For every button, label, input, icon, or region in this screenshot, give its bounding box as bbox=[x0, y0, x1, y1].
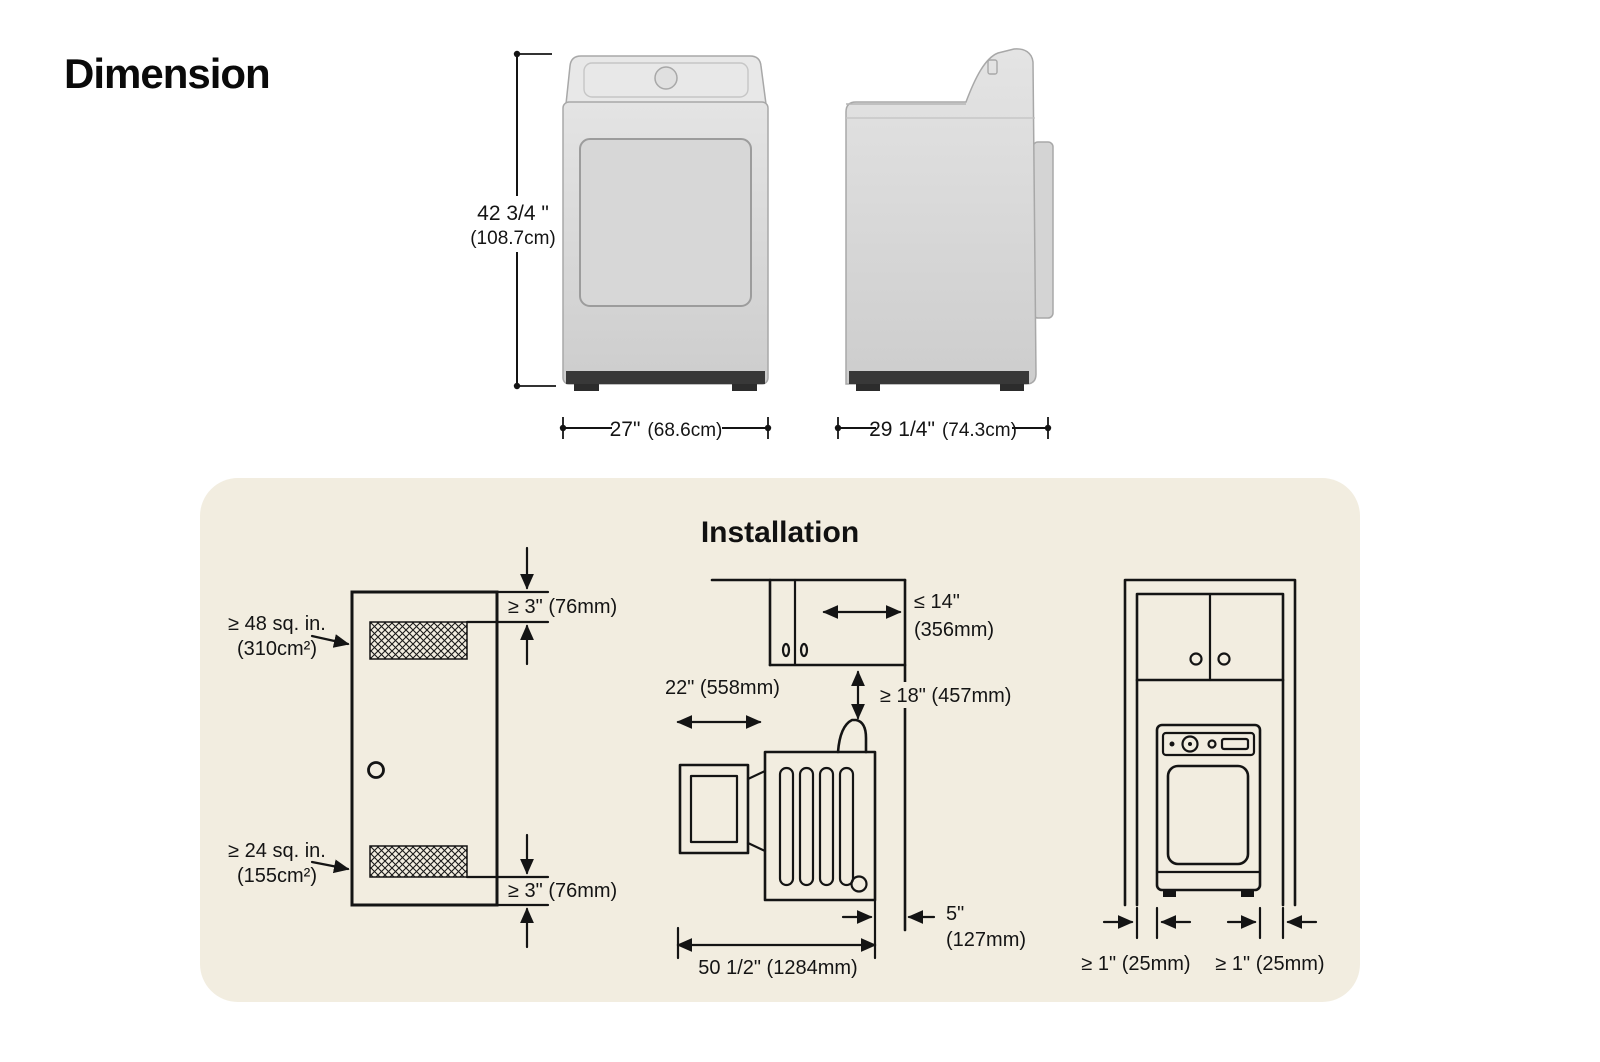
right-clearance-label: ≥ 1" (25mm) bbox=[1215, 953, 1324, 975]
pointer-arrow bbox=[310, 859, 350, 874]
rear-clearance-label: 5" bbox=[946, 903, 964, 925]
side-body bbox=[845, 48, 1037, 385]
dryer-foot bbox=[1241, 890, 1254, 897]
width-dimension: 27"(68.6cm) bbox=[559, 417, 772, 441]
lid-inner-line bbox=[583, 62, 749, 98]
lid-knob bbox=[654, 66, 678, 90]
label-backing bbox=[874, 682, 1024, 708]
alcove-dryer-body bbox=[1155, 723, 1262, 892]
side-base bbox=[849, 371, 1029, 384]
rear-clearance-metric: (127mm) bbox=[946, 929, 1026, 951]
front-door-panel bbox=[579, 138, 752, 307]
front-view-drawing bbox=[562, 55, 769, 391]
open-door bbox=[678, 763, 750, 855]
front-foot-left bbox=[574, 384, 599, 391]
installation-title: Installation bbox=[701, 516, 859, 549]
panel-knob bbox=[1181, 735, 1199, 753]
alcove-clearance-diagram: ≥ 1" (25mm) ≥ 1" (25mm) bbox=[1081, 578, 1325, 975]
side-foot-right bbox=[1000, 384, 1024, 391]
height-dimension: 42 3/4 " (108.7cm) bbox=[470, 50, 556, 390]
front-foot-right bbox=[732, 384, 757, 391]
panel-knob-center bbox=[1188, 742, 1192, 746]
panel-button bbox=[1207, 739, 1217, 749]
side-back-cover bbox=[1032, 141, 1054, 319]
installation-panel bbox=[200, 478, 1360, 1002]
dryer-leg bbox=[850, 875, 868, 893]
open-door-window bbox=[689, 774, 739, 844]
cabinet-handle bbox=[781, 642, 791, 658]
dryer-slat bbox=[798, 766, 815, 887]
dryer-slat bbox=[838, 766, 855, 887]
above-clearance-label: ≥ 18" (457mm) bbox=[880, 685, 1011, 707]
top-vent-grille bbox=[369, 621, 468, 660]
dryer-console bbox=[836, 718, 868, 754]
top-vent-area-metric: (310cm²) bbox=[237, 638, 317, 660]
dim-dot bbox=[764, 424, 772, 432]
bottom-vent-area-metric: (155cm²) bbox=[237, 865, 317, 887]
cabinet-knob bbox=[1189, 652, 1203, 666]
door-open-label: 22" (558mm) bbox=[665, 677, 780, 699]
dryer-slat bbox=[818, 766, 835, 887]
closet-door bbox=[350, 590, 499, 907]
pointer-arrow bbox=[310, 634, 350, 648]
bottom-vent-grille bbox=[369, 845, 468, 878]
height-dimension-metric: (108.7cm) bbox=[470, 228, 556, 249]
dim-dot bbox=[559, 424, 567, 432]
alcove-outer-frame bbox=[1123, 578, 1297, 907]
dryer-foot bbox=[1163, 890, 1176, 897]
door-knob bbox=[367, 761, 385, 779]
dryer-slat bbox=[778, 766, 795, 887]
panel-dot bbox=[1169, 741, 1175, 747]
side-clearance-diagram: ≤ 14" (356mm) ≥ 18" (457mm) 22" (558mm) … bbox=[665, 578, 1026, 979]
total-depth-label: 50 1/2" (1284mm) bbox=[698, 957, 857, 979]
dim-dot bbox=[513, 382, 521, 390]
closet-vent-diagram: ≥ 3" (76mm) ≥ 3" (76mm) ≥ 48 sq. in. (31… bbox=[228, 546, 617, 949]
cabinet-knob bbox=[1217, 652, 1231, 666]
page-title: Dimension bbox=[64, 50, 270, 97]
cabinet-depth-metric: (356mm) bbox=[914, 619, 994, 641]
alcove-dryer-door bbox=[1166, 764, 1250, 866]
panel-display bbox=[1220, 737, 1250, 751]
depth-dimension: 29 1/4"(74.3cm) bbox=[834, 417, 1052, 441]
bottom-vent-area-label: ≥ 24 sq. in. bbox=[228, 840, 326, 862]
dim-dot bbox=[834, 424, 842, 432]
side-foot-left bbox=[856, 384, 880, 391]
height-dimension-label: 42 3/4 " bbox=[477, 202, 549, 225]
side-view-drawing bbox=[845, 48, 1054, 391]
cabinet-depth-label: ≤ 14" bbox=[914, 591, 960, 613]
dim-dot bbox=[513, 50, 521, 58]
dim-dot bbox=[1044, 424, 1052, 432]
console-hinge-detail bbox=[987, 59, 998, 75]
bottom-gap-label: ≥ 3" (76mm) bbox=[508, 880, 617, 902]
depth-dimension-label: 29 1/4"(74.3cm) bbox=[869, 418, 1017, 441]
front-base bbox=[566, 371, 765, 384]
cabinet-handle bbox=[799, 642, 809, 658]
left-clearance-label: ≥ 1" (25mm) bbox=[1081, 953, 1190, 975]
top-gap-label: ≥ 3" (76mm) bbox=[508, 596, 617, 618]
top-vent-area-label: ≥ 48 sq. in. bbox=[228, 613, 326, 635]
width-dimension-label: 27"(68.6cm) bbox=[610, 418, 723, 441]
alcove-dryer-control-panel bbox=[1161, 731, 1256, 757]
dryer-body bbox=[763, 750, 877, 902]
